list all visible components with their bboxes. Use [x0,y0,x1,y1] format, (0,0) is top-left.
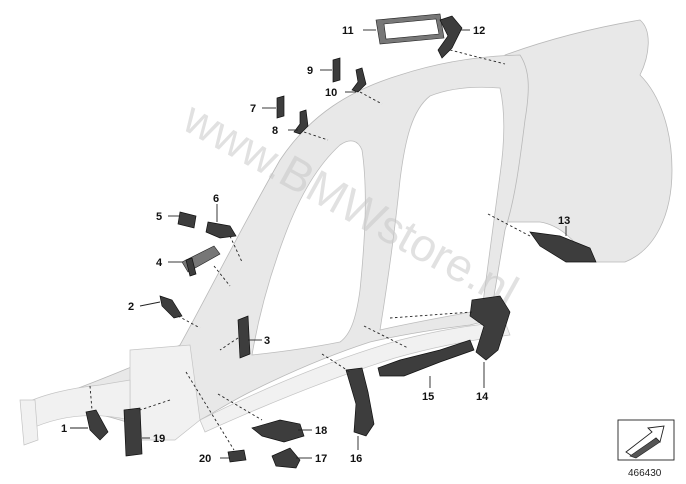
callout-3: 3 [264,335,270,347]
diagram-number: 466430 [628,468,662,479]
callout-17: 17 [315,453,327,465]
callout-2: 2 [128,301,134,313]
callout-14: 14 [476,391,489,403]
part-shapes [85,13,597,469]
orientation-arrow-icon [617,419,675,461]
callout-labels: 1 2 3 4 5 6 7 8 9 10 11 12 13 14 15 16 1… [61,25,570,465]
callout-5: 5 [156,211,162,223]
callout-7: 7 [250,103,256,115]
callout-1: 1 [61,423,67,435]
callout-4: 4 [156,257,163,269]
callout-15: 15 [422,391,434,403]
callout-8: 8 [272,125,278,137]
leader-lines [70,29,567,459]
callout-10: 10 [325,87,337,99]
callout-6: 6 [213,193,219,205]
callout-18: 18 [315,425,327,437]
callout-20: 20 [199,453,211,465]
body-side-panel [19,19,673,446]
callout-9: 9 [307,65,313,77]
callout-16: 16 [350,453,362,465]
callout-12: 12 [473,25,485,37]
callout-13: 13 [558,215,570,227]
callout-19: 19 [153,433,165,445]
callout-11: 11 [342,25,354,37]
